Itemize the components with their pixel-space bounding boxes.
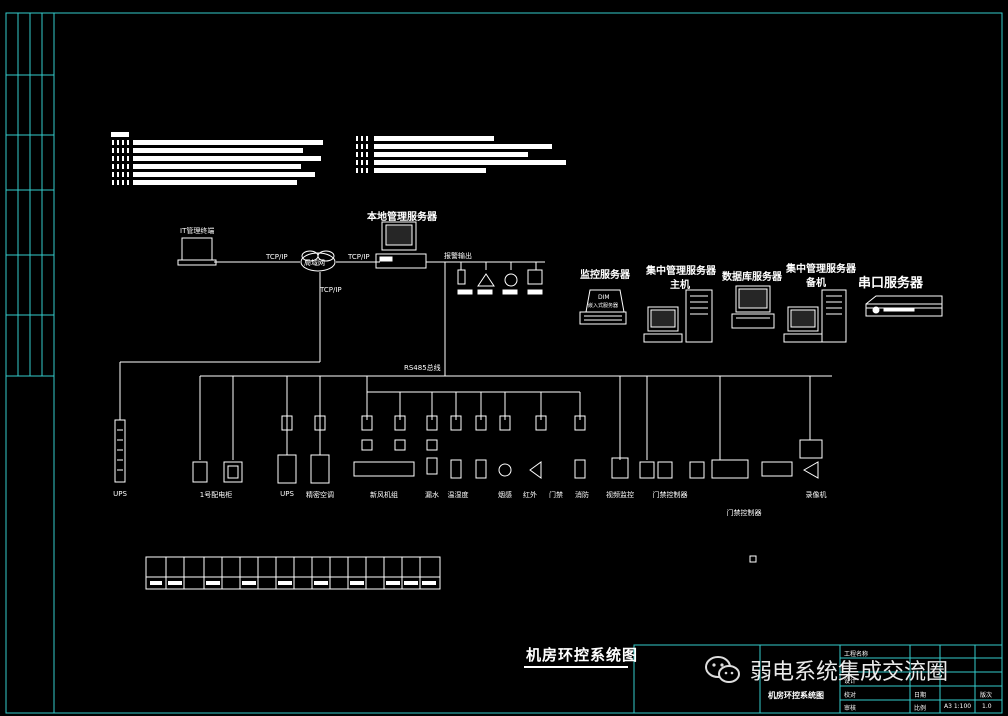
device-label-ups: UPS bbox=[113, 490, 127, 498]
titleblock-scale: A3 1:100 bbox=[944, 703, 972, 710]
tcp-label-2: TCP/IP bbox=[348, 253, 370, 261]
dim-label: DIM bbox=[598, 294, 610, 301]
central-main-server-icon bbox=[643, 289, 713, 343]
legend-notes bbox=[111, 132, 566, 185]
titleblock-approve: 审核 bbox=[844, 705, 857, 712]
it-manager-label: IT管理终端 bbox=[180, 227, 215, 235]
legend-strip bbox=[145, 556, 441, 590]
outer-frame bbox=[5, 12, 1003, 714]
local-server-icon bbox=[375, 221, 427, 269]
bus-label: RS485总线 bbox=[404, 364, 441, 372]
device-label-access: 门禁控制器 bbox=[652, 491, 688, 499]
device-label-smoke: 烟感 bbox=[498, 491, 512, 499]
alarm-output-label: 报警输出 bbox=[444, 252, 472, 260]
device-label-record: 录像机 bbox=[805, 491, 827, 499]
serial-server-label: 串口服务器 bbox=[858, 276, 924, 291]
tcp-label-1: TCP/IP bbox=[266, 253, 288, 261]
device-label-gas: 消防 bbox=[575, 491, 589, 499]
serial-server-icon bbox=[865, 295, 943, 317]
titleblock-drawing-name: 机房环控系统图 bbox=[768, 691, 824, 700]
titleblock-design: 设计 bbox=[844, 678, 857, 685]
alarm-output-devices bbox=[457, 269, 543, 295]
database-server-icon bbox=[731, 285, 775, 329]
watermark-text: 弱电系统集成交流圈 bbox=[750, 660, 949, 685]
wan-label: 局域网 bbox=[304, 259, 325, 267]
drawing-title: 机房环控系统图 bbox=[526, 646, 639, 664]
tcp-label-3: TCP/IP bbox=[320, 286, 342, 294]
watermark: 弱电系统集成交流圈 bbox=[704, 654, 948, 686]
laptop-icon bbox=[177, 237, 217, 266]
device-label-leak: 漏水 bbox=[425, 491, 439, 499]
db-server-label: 数据库服务器 bbox=[722, 272, 782, 283]
titleblock-project: 工程名称 bbox=[844, 651, 869, 658]
network-wiring bbox=[119, 261, 832, 460]
device-label-ir: 红外 bbox=[523, 491, 537, 499]
device-label-temp: 温湿度 bbox=[447, 491, 469, 499]
central-backup-server-icon bbox=[783, 289, 847, 343]
device-label-video: 视频监控 bbox=[606, 491, 634, 499]
field-devices bbox=[192, 415, 823, 484]
titleblock-check: 校对 bbox=[844, 692, 857, 699]
device-label-ups2: UPS bbox=[280, 490, 294, 498]
device-label-ctrl: 门禁控制器 bbox=[726, 509, 762, 517]
device-label-ac: 精密空调 bbox=[306, 491, 334, 499]
device-label-guard: 门禁 bbox=[549, 491, 563, 499]
titleblock-sheet: 1.0 bbox=[982, 703, 992, 710]
title-underline bbox=[524, 666, 628, 668]
device-label-power: 1号配电柜 bbox=[199, 491, 233, 499]
titleblock-scale-label: 比例 bbox=[914, 705, 927, 712]
ups-tower-icon bbox=[114, 419, 126, 483]
dim-sub-label: 嵌入式服务器 bbox=[588, 303, 619, 309]
wechat-icon bbox=[705, 656, 740, 683]
wan-cloud-icon bbox=[300, 250, 336, 272]
monitor-server-icon bbox=[579, 289, 627, 325]
titleblock-rev-label: 版次 bbox=[980, 692, 993, 699]
monitor-server-label: 监控服务器 bbox=[580, 270, 630, 281]
titleblock-date-label: 日期 bbox=[914, 692, 927, 699]
central-main-label: 集中管理服务器 bbox=[646, 266, 716, 277]
central-backup-sub-label: 备机 bbox=[806, 278, 826, 289]
central-backup-label: 集中管理服务器 bbox=[786, 264, 856, 275]
central-main-sub-label: 主机 bbox=[670, 280, 690, 291]
device-label-fresh-air: 新风机组 bbox=[370, 491, 398, 499]
local-server-label: 本地管理服务器 bbox=[367, 212, 437, 223]
